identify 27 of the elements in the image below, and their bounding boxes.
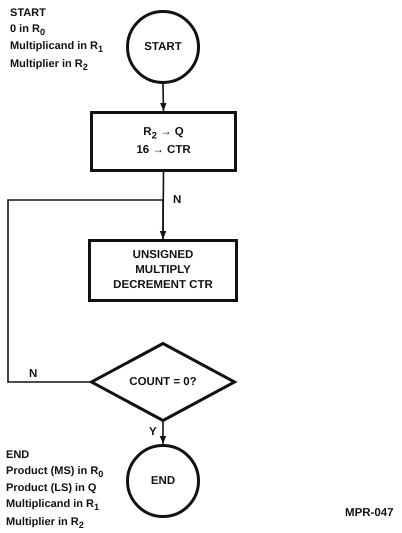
note-text: 0 in R$_{0}$	[10, 22, 46, 40]
node-text: START	[144, 40, 182, 54]
arrow	[160, 422, 166, 444]
node-text: 16 → CTR	[136, 142, 191, 158]
note-text: END	[6, 448, 30, 463]
terminal-circle	[126, 444, 200, 518]
arrow	[7, 199, 166, 383]
arrow	[160, 84, 167, 112]
process-box	[90, 111, 237, 172]
node-text: END	[150, 474, 176, 488]
decision-diamond	[90, 342, 236, 422]
note-text: Multiplier in R$_{2}$	[10, 56, 89, 74]
note-text: Multiplier in R$_{2}$	[6, 514, 85, 532]
process-box	[88, 239, 238, 302]
node-text: COUNT = 0?	[129, 374, 197, 390]
note-text: Multiplicand in R$_{1}$	[10, 39, 104, 57]
note-text: START	[10, 6, 47, 21]
node-text: R$_{2}$ → Q	[143, 125, 184, 143]
edge-label: Y	[148, 426, 158, 438]
edge-label: N	[28, 368, 38, 380]
terminal-circle	[126, 10, 200, 84]
node-text: UNSIGNED MULTIPLY DECREMENT CTR	[113, 248, 213, 293]
note-text: Product (LS) in Q	[6, 481, 98, 496]
note-text: Product (MS) in R$_{0}$	[6, 464, 104, 482]
note-text: Multiplicand in R$_{1}$	[6, 497, 100, 515]
figure-code: MPR-047	[344, 507, 395, 519]
branch-label: N	[172, 194, 182, 206]
